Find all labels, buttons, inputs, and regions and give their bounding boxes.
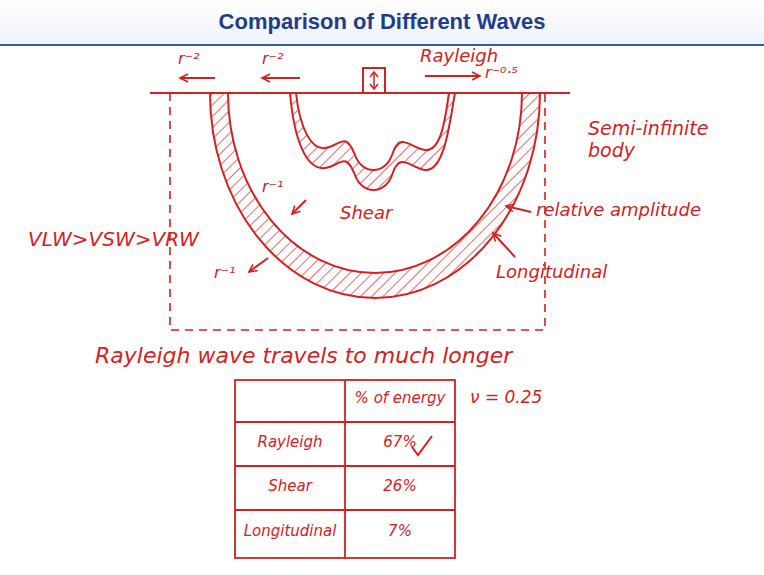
table-cell: 67%: [345, 434, 455, 451]
table-cell: Shear: [235, 478, 345, 495]
decay-label: r⁻¹: [214, 264, 235, 282]
decay-label: r⁻²: [178, 50, 199, 68]
slide-title: Comparison of Different Waves: [0, 9, 764, 35]
note: relative amplitude: [536, 200, 701, 221]
table-header: % of energy: [345, 390, 455, 407]
table-cell: Longitudinal: [235, 523, 345, 540]
table-cell: 26%: [345, 478, 455, 495]
decay-label: r⁻⁰·⁵: [485, 64, 518, 82]
decay-label: r⁻¹: [262, 178, 283, 196]
wave-name: Longitudinal: [496, 262, 607, 283]
decay-label: r⁻²: [262, 50, 283, 68]
table-cell: Rayleigh: [235, 434, 345, 451]
note: Rayleigh wave travels to much longer: [95, 343, 512, 368]
body-note: Semi-infinite body: [588, 118, 728, 162]
wave-name: Shear: [340, 203, 392, 224]
poisson-ratio: ν = 0.25: [470, 388, 542, 408]
table-cell: 7%: [345, 523, 455, 540]
velocity-relation: VLW>VSW>VRW: [28, 228, 199, 251]
